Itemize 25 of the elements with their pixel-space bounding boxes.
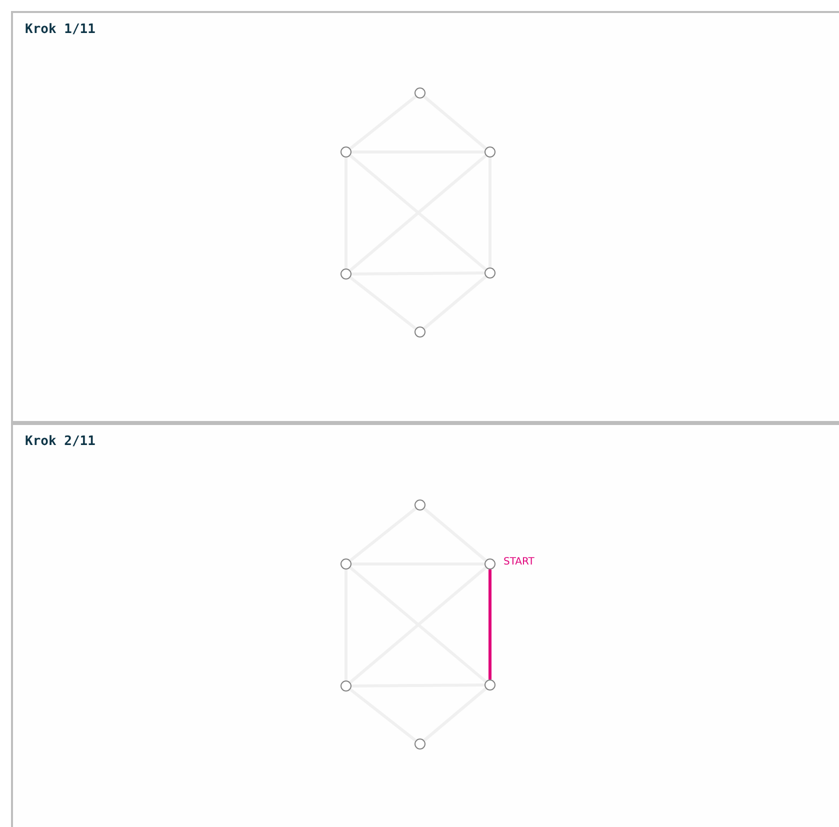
graph-edge: [349, 95, 417, 150]
vertex-label: START: [504, 556, 534, 568]
graph-vertex: [414, 88, 426, 98]
graph-edge: [423, 687, 487, 742]
graph-vertex: [484, 268, 496, 278]
graph-vertex: [414, 738, 426, 750]
graph-edge: [349, 507, 417, 562]
graph-edge: [423, 275, 487, 330]
graph-edge: [349, 276, 417, 330]
step-heading: Krok 2/11: [25, 434, 96, 449]
step-panel: [11, 423, 839, 827]
graph-vertex: [484, 680, 496, 690]
graph-vertex: [340, 146, 352, 158]
graph-vertex: [340, 680, 352, 692]
step-panel: [11, 11, 839, 423]
graph-edge: [423, 507, 487, 562]
step-heading: Krok 1/11: [25, 22, 96, 37]
graph-vertex: [340, 268, 352, 280]
graph-vertex: [484, 146, 496, 158]
graph-vertex: [414, 500, 426, 510]
graph-edge: [423, 95, 487, 150]
graph-vertex: [414, 326, 426, 338]
highlighted-edge: [488, 570, 492, 680]
graph-edge: [349, 688, 417, 742]
graph-vertex: [340, 558, 352, 570]
